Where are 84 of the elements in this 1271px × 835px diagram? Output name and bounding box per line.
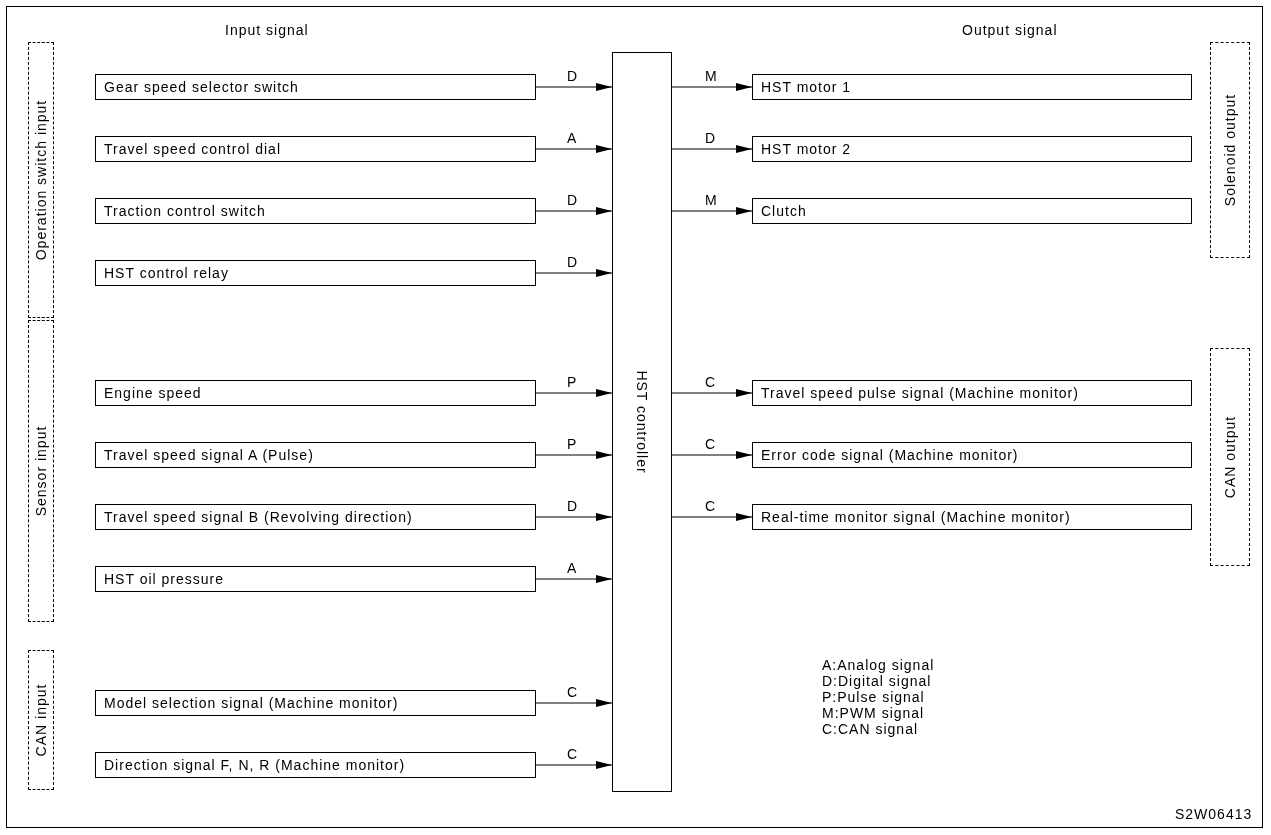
signal-label: Travel speed signal A (Pulse)	[104, 447, 314, 463]
signal-box	[95, 566, 536, 592]
signal-box	[95, 752, 536, 778]
legend-text: M:PWM signal	[822, 705, 925, 721]
signal-box	[95, 136, 536, 162]
signal-box	[95, 74, 536, 100]
signal-box	[752, 136, 1192, 162]
arrow	[671, 83, 753, 91]
arrow	[535, 269, 613, 277]
signal-label: Clutch	[761, 203, 807, 219]
group-bracket	[1210, 348, 1250, 566]
edge-label: A	[566, 561, 578, 576]
edge-label: C	[566, 747, 579, 762]
signal-box	[95, 260, 536, 286]
controller-label: HST controller	[634, 370, 650, 474]
signal-label: Travel speed control dial	[104, 141, 281, 157]
group-bracket	[28, 42, 54, 318]
arrow	[535, 451, 613, 459]
arrow	[671, 513, 753, 521]
signal-label: Real-time monitor signal (Machine monitor)	[761, 509, 1071, 525]
signal-box	[95, 504, 536, 530]
signal-box	[95, 690, 536, 716]
edge-label: D	[704, 131, 717, 146]
arrow	[535, 145, 613, 153]
signal-label: HST motor 1	[761, 79, 852, 95]
edge-label: D	[566, 499, 579, 514]
signal-label: Gear speed selector switch	[104, 79, 299, 95]
arrow	[535, 761, 613, 769]
legend-text: C:CAN signal	[822, 721, 919, 737]
legend-text: A:Analog signal	[822, 657, 935, 673]
edge-label: C	[704, 437, 717, 452]
signal-label: HST motor 2	[761, 141, 852, 157]
edge-label: C	[566, 685, 579, 700]
signal-label: Model selection signal (Machine monitor)	[104, 695, 399, 711]
signal-box	[95, 198, 536, 224]
edge-label: P	[566, 375, 578, 390]
column-heading: Input signal	[225, 22, 309, 38]
arrow	[535, 575, 613, 583]
signal-box	[752, 198, 1192, 224]
signal-label: Error code signal (Machine monitor)	[761, 447, 1019, 463]
arrow	[671, 145, 753, 153]
edge-label: P	[566, 437, 578, 452]
edge-label: D	[566, 255, 579, 270]
signal-label: Travel speed pulse signal (Machine monitor)	[761, 385, 1079, 401]
signal-box	[95, 442, 536, 468]
signal-label: Travel speed signal B (Revolving direction)	[104, 509, 413, 525]
group-label: CAN output	[1222, 415, 1238, 499]
group-bracket	[28, 650, 54, 790]
drawing-number: S2W06413	[1175, 806, 1253, 822]
signal-box	[752, 504, 1192, 530]
edge-label: D	[566, 193, 579, 208]
controller-box	[612, 52, 672, 792]
signal-label: Engine speed	[104, 385, 202, 401]
edge-label: M	[704, 69, 718, 84]
group-bracket	[1210, 42, 1250, 258]
signal-box	[752, 442, 1192, 468]
signal-label: HST oil pressure	[104, 571, 224, 587]
signal-label: Direction signal F, N, R (Machine monitor)	[104, 757, 406, 773]
arrow	[671, 451, 753, 459]
edge-label: D	[566, 69, 579, 84]
column-heading: Output signal	[962, 22, 1058, 38]
legend-text: P:Pulse signal	[822, 689, 925, 705]
edge-label: A	[566, 131, 578, 146]
group-label: Solenoid output	[1222, 93, 1238, 207]
edge-label: C	[704, 499, 717, 514]
arrow	[535, 389, 613, 397]
group-bracket	[28, 320, 54, 622]
group-label: CAN input	[33, 683, 49, 757]
signal-box	[752, 380, 1192, 406]
arrow	[535, 207, 613, 215]
arrow	[535, 83, 613, 91]
signal-label: HST control relay	[104, 265, 229, 281]
signal-label: Traction control switch	[104, 203, 266, 219]
legend-text: D:Digital signal	[822, 673, 932, 689]
arrow	[535, 699, 613, 707]
edge-label: C	[704, 375, 717, 390]
edge-label: M	[704, 193, 718, 208]
signal-box	[752, 74, 1192, 100]
arrow	[535, 513, 613, 521]
arrow	[671, 207, 753, 215]
group-label: Operation switch input	[33, 99, 49, 261]
signal-box	[95, 380, 536, 406]
group-label: Sensor input	[33, 425, 49, 517]
arrow	[671, 389, 753, 397]
